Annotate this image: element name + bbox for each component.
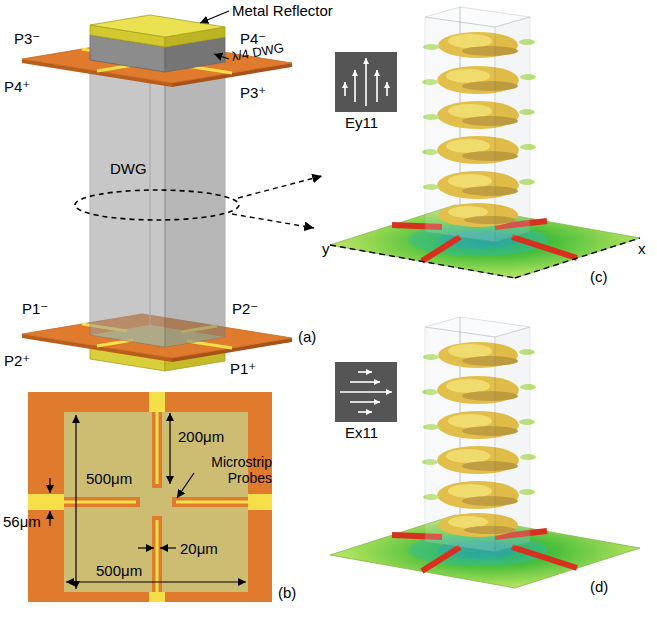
part-label: Metal Reflector (232, 2, 333, 19)
axis-label: x (638, 240, 646, 257)
port-label: P4⁺ (4, 78, 30, 95)
port-label: P2⁺ (4, 352, 30, 369)
port-label: P3⁺ (240, 84, 266, 101)
mode-label: Ey11 (345, 114, 378, 131)
panel-label: (d) (590, 578, 608, 595)
pointer-arrow (232, 214, 314, 228)
part-label: Microstrip Probes (186, 454, 272, 486)
dwg-footprint (64, 412, 248, 592)
metal-reflector (90, 15, 225, 37)
part-label: λ/4 DWG (231, 41, 286, 65)
leader-line (214, 54, 229, 59)
dimension-label: 500μm (86, 470, 132, 487)
dielectric-waveguide (165, 62, 225, 347)
mode-label: Ex11 (345, 424, 378, 441)
waveguide-illustration (22, 11, 322, 371)
part-label: DWG (110, 160, 147, 177)
dimension-line (50, 413, 246, 589)
axis-label: y (322, 240, 330, 257)
panel-label: (a) (298, 328, 316, 345)
dielectric-waveguide (90, 60, 165, 347)
microstrip-probe (28, 392, 272, 602)
probe-slot (64, 412, 248, 592)
port-label: P1⁺ (230, 360, 256, 377)
dimension-label: 20μm (180, 540, 218, 557)
leader-line (177, 473, 194, 498)
field-arrows (345, 58, 387, 106)
panel-label: (b) (278, 584, 296, 601)
ex11-field-plot (330, 317, 640, 588)
port-label: P3⁻ (14, 30, 40, 47)
panel-label: (c) (590, 268, 608, 285)
substrate (28, 392, 272, 602)
port-label: P2⁻ (232, 300, 258, 317)
leader-line (200, 11, 229, 23)
dimension-label: 200μm (178, 428, 224, 445)
probe-top-view (28, 392, 272, 602)
mode-icon (335, 52, 397, 112)
mode-icon (335, 362, 397, 422)
pointer-arrow (238, 176, 322, 198)
dimension-label: 56μm (3, 513, 41, 530)
field-arrows (340, 372, 392, 412)
section-ellipse (75, 190, 239, 220)
ey11-field-plot (330, 7, 640, 278)
port-label: P1⁻ (22, 300, 48, 317)
dimension-label: 500μm (96, 562, 142, 579)
